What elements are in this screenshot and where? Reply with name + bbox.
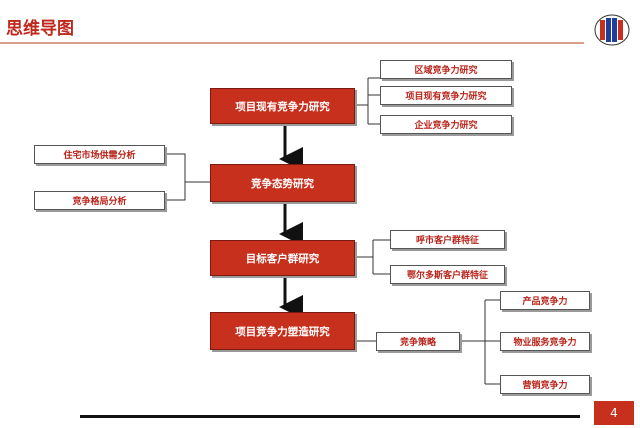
sub-box-ordos-customers: 鄂尔多斯客户群特征	[390, 265, 505, 284]
sub-box-enterprise-competitiveness: 企业竞争力研究	[380, 115, 512, 134]
sub-box-property-service-competitiveness: 物业服务竞争力	[500, 332, 590, 351]
sub-box-project-competitiveness: 项目现有竞争力研究	[380, 86, 512, 105]
page-number: 4	[594, 401, 634, 425]
page-title: 思维导图	[6, 19, 74, 39]
sub-box-regional-competitiveness: 区域竞争力研究	[380, 60, 512, 79]
main-box-current-competitiveness: 项目现有竞争力研究	[210, 88, 355, 124]
sub-box-competition-pattern: 竞争格局分析	[34, 191, 165, 210]
sub-box-marketing-competitiveness: 营销竞争力	[500, 375, 590, 394]
sub-box-competition-strategy: 竞争策略	[376, 332, 460, 351]
sub-box-product-competitiveness: 产品竞争力	[500, 291, 590, 310]
company-logo-icon	[594, 14, 630, 46]
main-box-target-customers: 目标客户群研究	[210, 240, 355, 276]
sub-box-housing-supply-demand: 住宅市场供需分析	[34, 145, 165, 164]
main-box-competitive-situation: 竞争态势研究	[210, 164, 355, 202]
title-divider	[0, 42, 584, 44]
main-box-competitiveness-shaping: 项目竞争力塑造研究	[210, 312, 355, 350]
sub-box-hohhot-customers: 呼市客户群特征	[390, 230, 505, 249]
footer-divider	[80, 415, 580, 418]
